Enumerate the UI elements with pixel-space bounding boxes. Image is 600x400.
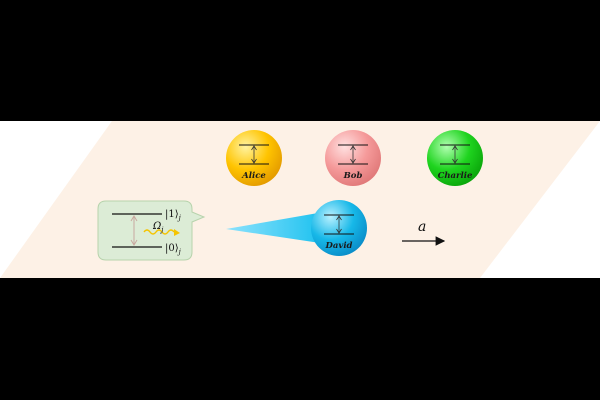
atom-label: David xyxy=(325,241,353,251)
transition-arrow-head-down xyxy=(130,239,138,246)
laser-beam xyxy=(226,213,320,243)
atom-arrow-head-down xyxy=(251,158,257,164)
atom-label: Bob xyxy=(343,171,363,181)
upper-state-label: |1⟩j xyxy=(165,209,182,222)
atom-label: Alice xyxy=(241,171,266,181)
atom-alice: Alice xyxy=(226,130,282,186)
rabi-wave-head xyxy=(174,229,180,236)
level-diagram-bubble: |1⟩j |0⟩j Ωj xyxy=(97,200,206,261)
atom-arrow-head-down xyxy=(452,158,458,164)
transition-arrow-head-up xyxy=(130,215,138,222)
atom-arrow-head-up xyxy=(336,215,342,221)
atom-arrow-head-up xyxy=(452,145,458,151)
atom-arrow-head-up xyxy=(251,145,257,151)
atom-charlie: Charlie xyxy=(427,130,483,186)
atom-arrow-head-down xyxy=(336,228,342,234)
atom-label: Charlie xyxy=(438,171,473,181)
atom-arrow-head-up xyxy=(350,145,356,151)
rabi-wave xyxy=(143,229,175,235)
rabi-frequency-label: Ωj xyxy=(152,221,164,234)
atom-bob: Bob xyxy=(325,130,381,186)
spacing-symbol: a xyxy=(418,219,426,235)
atom-david: David xyxy=(311,200,367,256)
lower-state-label: |0⟩j xyxy=(165,243,182,256)
atom-arrow-head-down xyxy=(350,158,356,164)
lattice-spacing-indicator: a xyxy=(402,219,446,246)
speech-bubble xyxy=(97,200,206,261)
